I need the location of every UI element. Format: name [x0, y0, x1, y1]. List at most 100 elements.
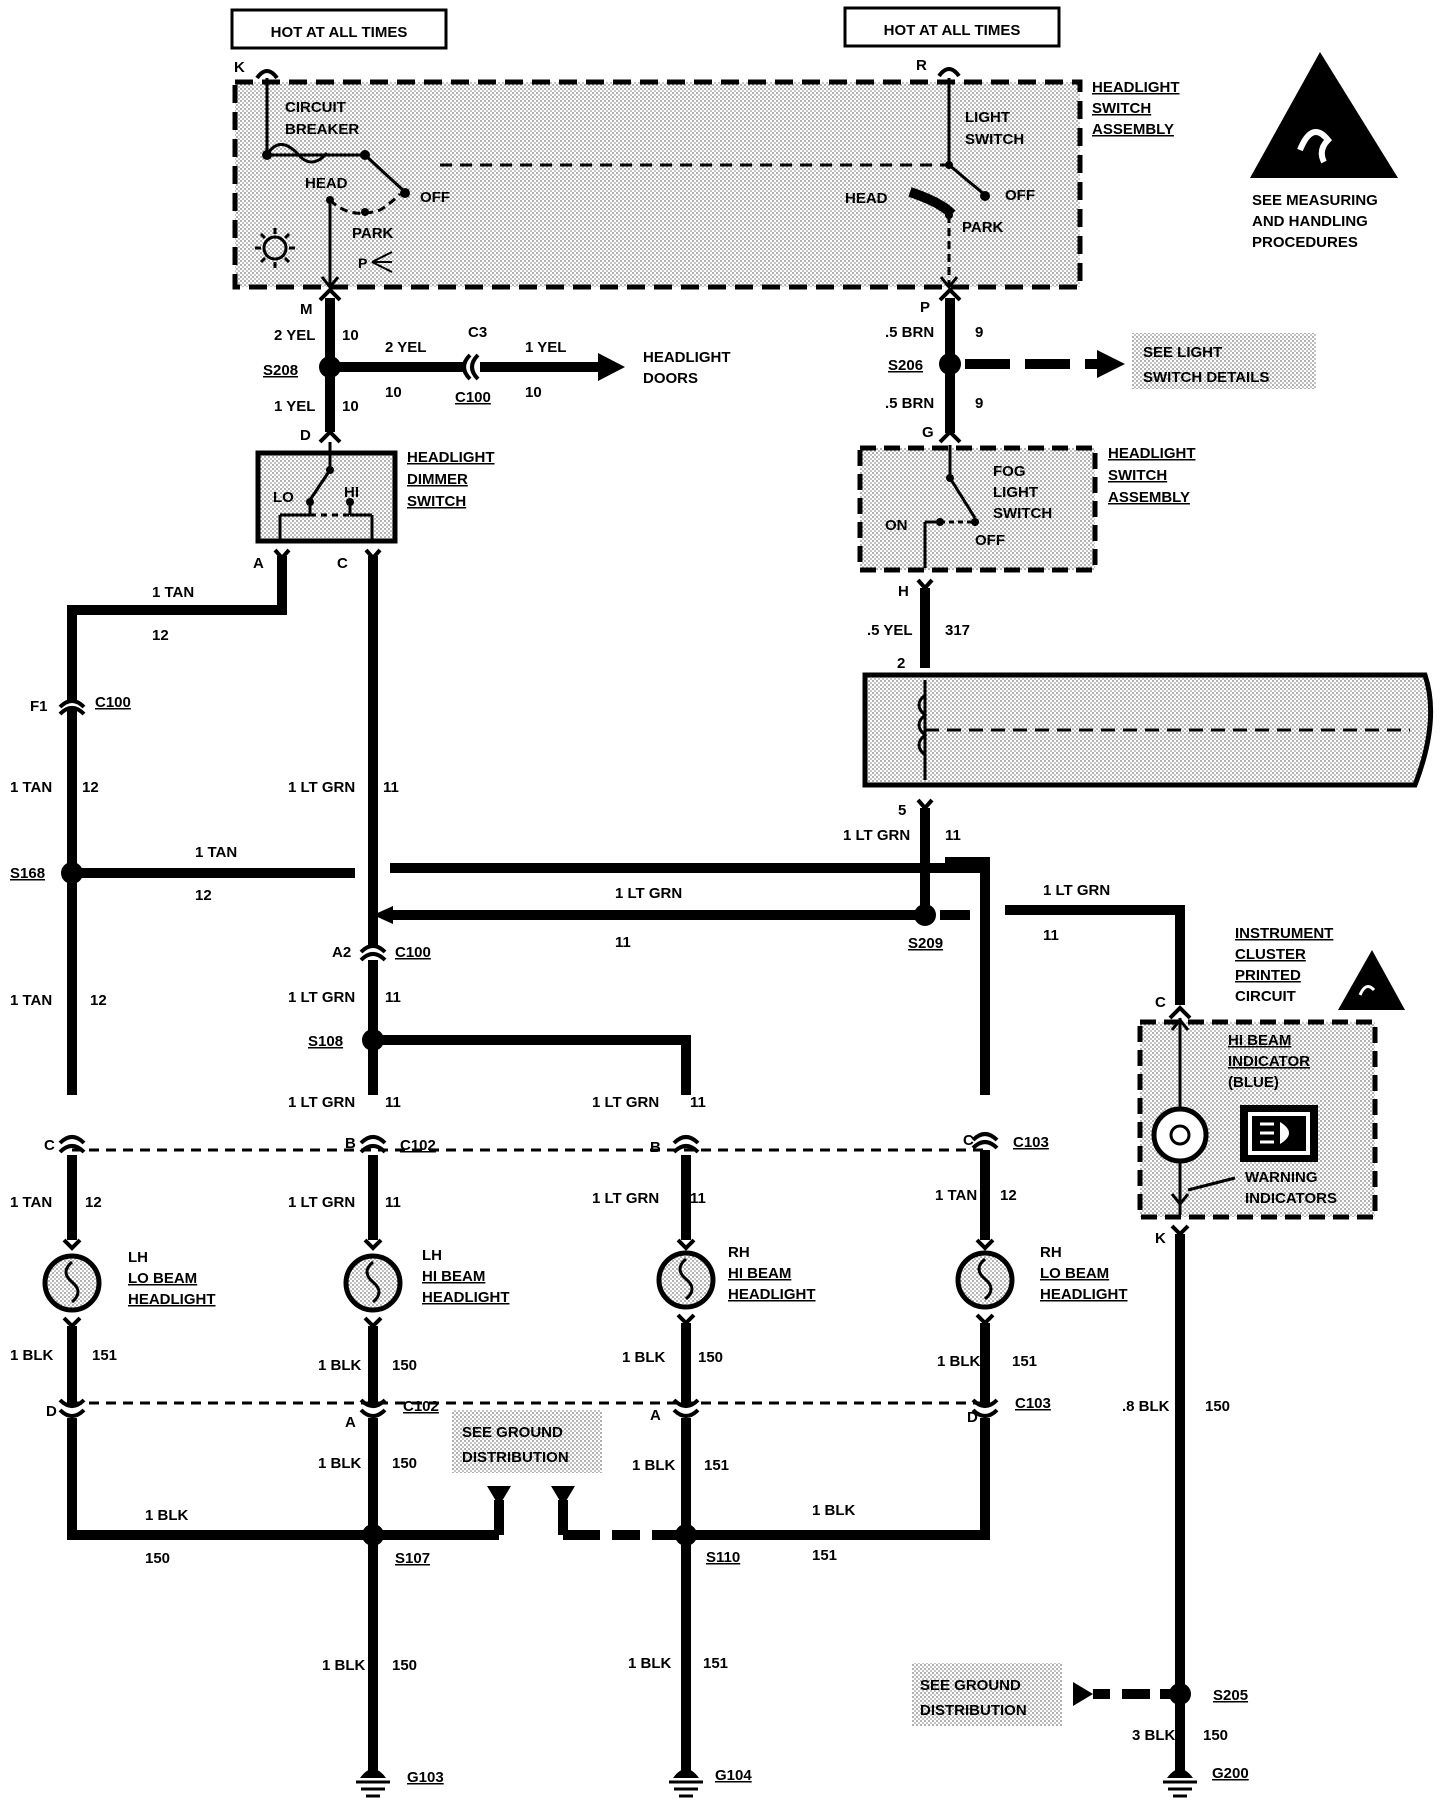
- circuit-breaker-1: CIRCUIT: [285, 99, 346, 116]
- fog-off: OFF: [975, 532, 1005, 549]
- h-circ: 317: [945, 622, 970, 639]
- rh-lo-label-2: LO BEAM: [1040, 1265, 1109, 1282]
- upper-c-lh: C: [44, 1137, 55, 1154]
- connector-f1: F1: [30, 698, 48, 715]
- ground-g200-icon: [1163, 1769, 1197, 1798]
- splice-s209: S209: [908, 935, 943, 952]
- s168-circ: 12: [195, 887, 212, 904]
- lh-tan-circ: 12: [90, 992, 107, 1009]
- dimmer-title-2: DIMMER: [407, 471, 468, 488]
- cluster-pin-c: C: [1155, 994, 1166, 1011]
- esd-note-line-1: SEE MEASURING: [1252, 192, 1378, 209]
- g104-circ: 151: [703, 1655, 728, 1672]
- wire-2yel-circ: 10: [385, 384, 402, 401]
- lh-lo-circ: 12: [85, 1194, 102, 1211]
- circuit-breaker-2: BREAKER: [285, 121, 359, 138]
- esd-note-line-2: AND HANDLING: [1252, 213, 1368, 230]
- s108-circ: 11: [385, 1094, 401, 1111]
- lower-d-rh: D: [967, 1409, 978, 1426]
- dimmer-title-1: HEADLIGHT: [407, 449, 495, 466]
- lh-lo-label-3: HEADLIGHT: [128, 1291, 216, 1308]
- m-circ: 10: [342, 327, 359, 344]
- gnd-lh-hi-gauge: 1 BLK: [318, 1357, 362, 1374]
- rh-lo-label-3: HEADLIGHT: [1040, 1286, 1128, 1303]
- esd-warning-icon: [1250, 52, 1398, 178]
- headlight-switch-assembly: [232, 79, 1083, 290]
- lh-hi-label-1: LH: [422, 1247, 442, 1264]
- gnd-rh-hi-circ: 150: [698, 1349, 723, 1366]
- ground-g200: G200: [1212, 1765, 1249, 1782]
- dimmer-hi: HI: [344, 484, 359, 501]
- pin-m: M: [300, 301, 313, 318]
- pin-r: R: [916, 57, 927, 74]
- cluster-title-3: PRINTED: [1235, 967, 1301, 984]
- fog-pin-h: H: [898, 583, 909, 600]
- cluster-title-2: CLUSTER: [1235, 946, 1306, 963]
- p-label: P: [358, 255, 367, 271]
- fog-on: ON: [885, 517, 908, 534]
- warning-2: INDICATORS: [1245, 1190, 1337, 1207]
- park-right-label: PARK: [962, 219, 1004, 236]
- gnd-lh-lo-gauge: 1 BLK: [10, 1347, 54, 1364]
- splice-s107: S107: [395, 1550, 430, 1567]
- head-left-label: HEAD: [305, 175, 348, 192]
- see-ground-right-2: DISTRIBUTION: [920, 1702, 1027, 1719]
- d-circ: 10: [342, 398, 359, 415]
- headlight-doors-1: HEADLIGHT: [643, 349, 731, 366]
- pin-d: D: [300, 427, 311, 444]
- upper-c103: C103: [1013, 1134, 1049, 1151]
- hl-switch-title-2: SWITCH: [1092, 100, 1151, 117]
- rh-hi-label-3: HEADLIGHT: [728, 1286, 816, 1303]
- lh-tan-gauge: 1 TAN: [10, 992, 52, 1009]
- connector-group-lower: [58, 1398, 999, 1418]
- splice-s205: S205: [1213, 1687, 1248, 1704]
- m-gauge: 2 YEL: [274, 327, 315, 344]
- esd-warning-small-icon: [1338, 950, 1405, 1010]
- rh-lo-gauge: 1 TAN: [935, 1187, 977, 1204]
- rh-hi-gauge: 1 LT GRN: [592, 1190, 659, 1207]
- hot-label-box-left: [230, 8, 448, 50]
- k-circ: 150: [1205, 1398, 1230, 1415]
- lh-lo-beam-headlight: [42, 1238, 102, 1329]
- rh-hi-top-gauge: 1 LT GRN: [592, 1094, 659, 1111]
- left-bus-circ: 150: [145, 1550, 170, 1567]
- g-gauge: .5 BRN: [885, 395, 934, 412]
- dimmer-title-3: SWITCH: [407, 493, 466, 510]
- see-ground-right-box: [912, 1663, 1062, 1726]
- lower-a-rh: A: [650, 1407, 661, 1424]
- upper-c-rh: C: [963, 1132, 974, 1149]
- fog-title-1: HEADLIGHT: [1108, 445, 1196, 462]
- lh-lo-label-1: LH: [128, 1249, 148, 1266]
- gnd-lh-hi-circ: 150: [392, 1357, 417, 1374]
- wire-2yel: 2 YEL: [385, 339, 426, 356]
- ground-g104-icon: [669, 1769, 703, 1798]
- g-circ: 9: [975, 395, 983, 412]
- c-circ: 11: [383, 779, 399, 796]
- indicator-1: HI BEAM: [1228, 1032, 1291, 1049]
- rh-hi-top-circ: 11: [690, 1094, 706, 1111]
- pin5-gauge: 1 LT GRN: [843, 827, 910, 844]
- gnd-lh-lo-circ: 151: [92, 1347, 117, 1364]
- fog-switch-3: SWITCH: [993, 505, 1052, 522]
- rh-hi-circ: 11: [690, 1190, 706, 1207]
- g104-gauge: 1 BLK: [628, 1655, 672, 1672]
- warning-1: WARNING: [1245, 1169, 1318, 1186]
- splice-s208: S208: [263, 362, 298, 379]
- hl-switch-title-1: HEADLIGHT: [1092, 79, 1180, 96]
- s168-gauge: 1 TAN: [195, 844, 237, 861]
- ic-circ: 11: [1043, 927, 1059, 944]
- k-gauge: .8 BLK: [1122, 1398, 1170, 1415]
- splice-s206: S206: [888, 357, 923, 374]
- esd-note-line-3: PROCEDURES: [1252, 234, 1358, 251]
- lh-lo-gauge: 1 TAN: [10, 1194, 52, 1211]
- park-lamp-icon: [371, 251, 393, 273]
- lower-d-lh: D: [46, 1403, 57, 1420]
- pin5-circ: 11: [945, 827, 961, 844]
- g103-circ: 150: [392, 1657, 417, 1674]
- rh-lo-circ: 12: [1000, 1187, 1017, 1204]
- right-bus-gauge: 1 BLK: [812, 1502, 856, 1519]
- ic-gauge: 1 LT GRN: [1043, 882, 1110, 899]
- connector-c100-top: C100: [455, 389, 491, 406]
